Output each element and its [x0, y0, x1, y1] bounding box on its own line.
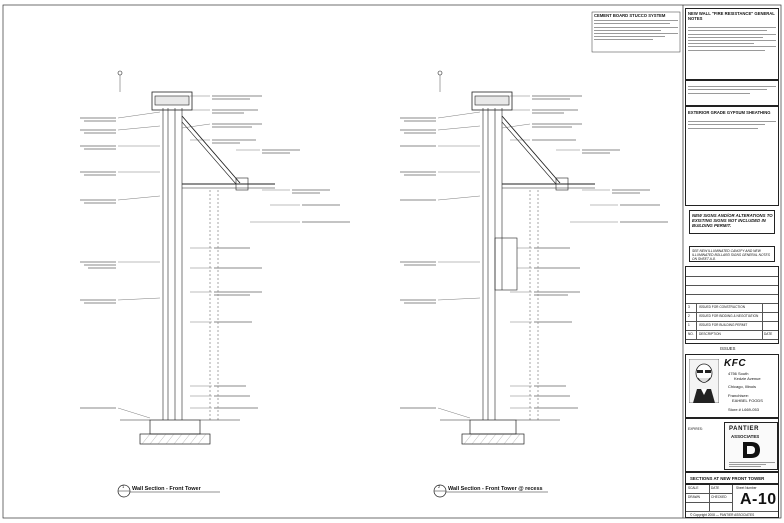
section-2-drawing [437, 70, 618, 445]
checked-label: CHECKED [711, 495, 727, 499]
annotation-scribbles [80, 95, 668, 409]
section-1-drawing [117, 70, 300, 445]
sign-permit-note: NEW SIGNS AND/OR ALTERATIONS TO EXISTING… [689, 210, 775, 234]
issues-col-description: DESCRIPTION [699, 332, 721, 336]
issue-number: 1 [688, 323, 690, 327]
section-2-title: Wall Section - Front Tower @ recess [448, 486, 543, 492]
issues-col-no: NO. [688, 332, 694, 336]
sign-permit-note-text: NEW SIGNS AND/OR ALTERATIONS TO EXISTING… [692, 213, 773, 229]
sheet-title: SECTIONS AT NEW FRONT TOWER [690, 476, 765, 481]
fire-resistance-notes-title: NEW WALL "FIRE RESISTANCE" GENERAL NOTES [688, 11, 775, 21]
client-city: Chicago, Illinois [728, 384, 757, 389]
issue-row: 3 [688, 305, 690, 309]
issue-row: 1 [688, 323, 690, 327]
client-block: KFC 4756 South Kedzie Avenue Chicago, Il… [685, 354, 779, 418]
architect-name-bottom: ASSOCIATES [731, 434, 760, 439]
issue-description: ISSUED FOR CONSTRUCTION [699, 305, 746, 309]
stamp-expires-label: EXPIRES: [688, 427, 703, 431]
canopy-note: SEE NEW ILLUMINATED CANOPY AND NEW ILLUM… [689, 246, 775, 262]
sheet-number-label: Sheet Number [736, 486, 757, 490]
sheet-number: A-10 [740, 491, 777, 508]
client-store-number: Store # L669-053 [728, 407, 759, 412]
canopy-note-text: SEE NEW ILLUMINATED CANOPY AND NEW ILLUM… [692, 249, 770, 261]
issues-table: 3 ISSUED FOR CONSTRUCTION 2 ISSUED FOR B… [685, 266, 779, 344]
sheet-number-block: SCALE DATE DRAWN CHECKED Sheet Number A-… [685, 484, 779, 518]
scale-label: SCALE [688, 486, 699, 490]
issues-title: ISSUES [720, 346, 736, 351]
architect-logo: PANTIER ASSOCIATES [724, 422, 778, 470]
section-2-marker [433, 484, 548, 498]
issues-col-date: DATE [764, 332, 773, 336]
architect-name-top: PANTIER [729, 426, 760, 432]
stucco-note-title: CEMENT BOARD STUCCO SYSTEM [594, 13, 666, 18]
client-franchisee: EAHBEL FOODS [732, 398, 763, 403]
section-1-marker-number: 1 [122, 484, 125, 489]
drawn-label: DRAWN [688, 495, 700, 499]
copyright: © Copyright 2008 — PANTIER ASSOCIATES [690, 513, 755, 517]
architect-block: EXPIRES: PANTIER ASSOCIATES [685, 418, 779, 472]
exterior-gypsum-title: EXTERIOR GRADE GYPSUM SHEATHING [688, 110, 771, 115]
issue-number: 2 [688, 314, 690, 318]
stucco-note: CEMENT BOARD STUCCO SYSTEM [594, 13, 678, 43]
issue-number: 3 [688, 305, 690, 309]
client-brand: KFC [724, 358, 747, 369]
architect-monogram-icon [743, 442, 760, 458]
fire-resistance-notes: NEW WALL "FIRE RESISTANCE" GENERAL NOTES [685, 8, 779, 80]
section-1-title: Wall Section - Front Tower [132, 486, 201, 492]
issue-description: ISSUED FOR BIDDING & NEGOTIATION [699, 314, 759, 318]
colonel-logo-icon [689, 359, 719, 403]
client-address-line1: 4756 South [728, 371, 749, 376]
metal-framing-note [685, 80, 779, 106]
issue-description: ISSUED FOR BUILDING PERMIT [699, 323, 748, 327]
date-label: DATE [711, 486, 720, 490]
sheet-title-block: SECTIONS AT NEW FRONT TOWER [685, 472, 779, 484]
issue-row: 2 [688, 314, 690, 318]
client-address-line2: Kedzie Avenue [734, 376, 761, 381]
section-2-marker-number: 2 [438, 484, 441, 489]
client-franchisee-label: Franchisee: [728, 393, 749, 398]
section-1-marker [117, 484, 220, 498]
exterior-gypsum-notes: EXTERIOR GRADE GYPSUM SHEATHING [685, 106, 779, 206]
